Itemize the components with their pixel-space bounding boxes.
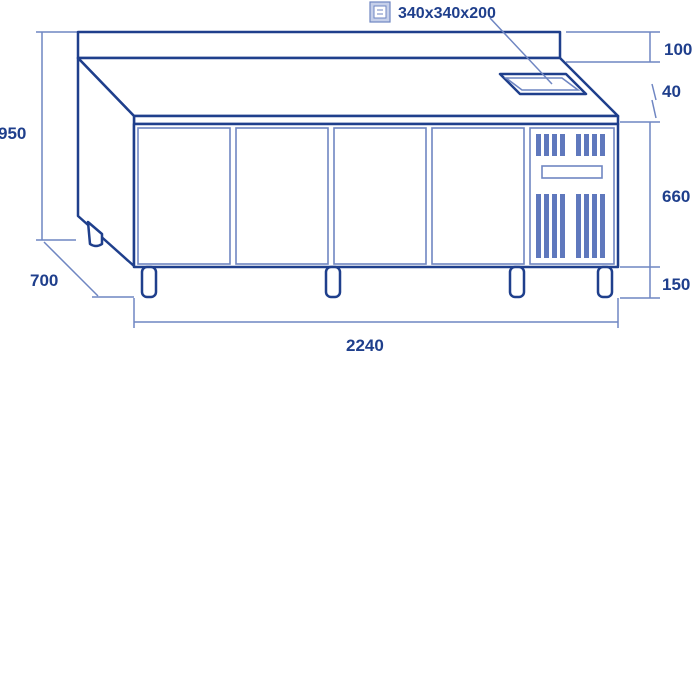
door-3 <box>333 127 427 265</box>
top-grille <box>536 134 605 156</box>
worktop-thickness-label: 40 <box>662 82 681 101</box>
cabinet-height-label: 660 <box>662 187 690 206</box>
width-dimension <box>133 298 619 328</box>
control-display <box>541 165 603 179</box>
width-label: 2240 <box>346 336 384 355</box>
right-height-dimensions <box>566 31 660 299</box>
leg-height-label: 150 <box>662 275 690 294</box>
doors <box>137 127 525 265</box>
depth-label: 700 <box>30 271 58 290</box>
leg-front-1 <box>140 265 158 299</box>
leg-front-2 <box>324 265 342 299</box>
door-1 <box>137 127 231 265</box>
bottom-grille <box>536 194 605 258</box>
leg-front-4 <box>596 265 614 299</box>
door-2 <box>235 127 329 265</box>
gn-container-icon <box>369 1 391 23</box>
splashback-height-label: 100 <box>664 40 692 59</box>
legs <box>86 220 614 299</box>
total-height-dimension <box>36 31 78 241</box>
leg-front-3 <box>508 265 526 299</box>
total-height-label: 950 <box>0 124 26 143</box>
gn-pan-leader <box>489 17 553 85</box>
door-4 <box>431 127 525 265</box>
compressor-panel <box>529 127 615 265</box>
gn-pan-size-label: 340x340x200 <box>398 5 496 22</box>
leg-back-left <box>86 220 104 248</box>
splashback <box>76 30 562 60</box>
depth-dimension <box>43 241 134 298</box>
